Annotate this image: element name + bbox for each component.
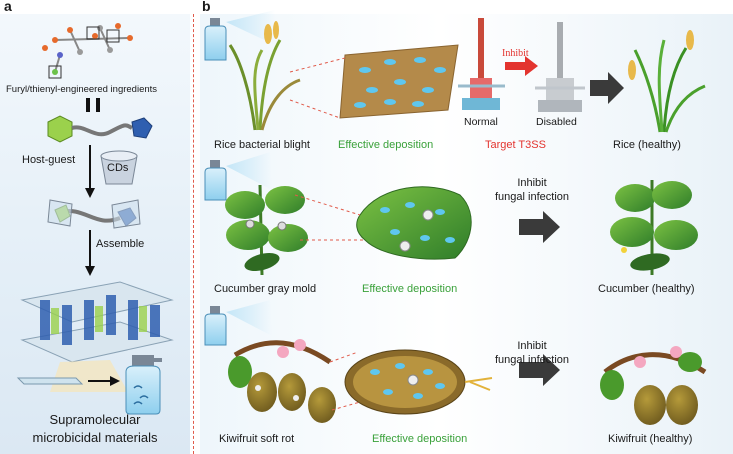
- host-guest-label: Host-guest: [22, 154, 76, 166]
- kiwifruit-slice-deposition-icon: [344, 349, 493, 415]
- rice-plant-diseased-icon: [228, 21, 301, 131]
- host-guest-complex-icon: [47, 199, 141, 229]
- molecule-icon: [42, 23, 133, 79]
- assemble-label: Assemble: [96, 238, 145, 250]
- cucumber-leaf-deposition-icon: [356, 186, 472, 260]
- inhibit-label-row1: Inhibit: [502, 48, 529, 59]
- normal-label: Normal: [464, 116, 498, 128]
- spray-bottle-icon-row2: [204, 152, 272, 201]
- guest-molecule-icon: [47, 115, 153, 143]
- spray-bottle-icon: [125, 355, 162, 415]
- t3ss-disabled-icon: [535, 22, 585, 112]
- row1-deposition-label: Effective deposition: [338, 139, 434, 151]
- rice-leaf-deposition-icon: [339, 44, 459, 119]
- materials-label-line1: Supramolecular: [49, 412, 141, 427]
- equals-icon: [86, 98, 100, 112]
- row2-deposition-label: Effective deposition: [362, 283, 458, 295]
- ingredients-label: Furyl/thienyl-engineered ingredients: [6, 84, 158, 95]
- row2-inhibit-line1: Inhibit: [517, 177, 547, 189]
- result-arrow-icon-row2: [519, 211, 560, 243]
- result-arrow-icon-row3: [519, 354, 560, 386]
- kiwifruit-diseased-icon: [228, 339, 336, 423]
- row3-inhibit-line2: fungal infection: [495, 354, 569, 366]
- target-t3ss-label: Target T3SS: [485, 139, 546, 151]
- film-icon: [16, 377, 84, 385]
- row2-healthy-label: Cucumber (healthy): [598, 283, 695, 295]
- spray-bottle-icon-row3: [204, 300, 272, 346]
- cucumber-plant-diseased-icon: [225, 184, 308, 276]
- row1-disease-label: Rice bacterial blight: [214, 139, 310, 151]
- supramolecular-network-icon: [20, 281, 174, 392]
- row3-healthy-label: Kiwifruit (healthy): [608, 433, 693, 445]
- materials-label-line2: microbicidal materials: [32, 430, 158, 445]
- disabled-label: Disabled: [536, 116, 577, 128]
- row3-inhibit-line1: Inhibit: [517, 340, 547, 352]
- row2-disease-label: Cucumber gray mold: [214, 283, 317, 295]
- panel-b-letter: b: [202, 0, 211, 14]
- panel-a-letter: a: [4, 0, 12, 14]
- kiwifruit-healthy-icon: [600, 346, 707, 425]
- row1-healthy-label: Rice (healthy): [613, 139, 681, 151]
- row3-deposition-label: Effective deposition: [372, 433, 468, 445]
- cucumber-plant-healthy-icon: [610, 180, 698, 275]
- spray-bottle-icon-row1: [204, 10, 275, 61]
- cds-label: CDs: [107, 162, 129, 174]
- row3-disease-label: Kiwifruit soft rot: [219, 433, 295, 445]
- rice-plant-healthy-icon: [628, 30, 706, 133]
- t3ss-normal-icon: [458, 18, 505, 110]
- result-arrow-icon-row1: [590, 72, 624, 104]
- row2-inhibit-line2: fungal infection: [495, 191, 569, 203]
- panel-divider: [193, 14, 194, 454]
- cd-cup-icon: [100, 150, 138, 185]
- inhibit-arrow-icon: [505, 56, 538, 76]
